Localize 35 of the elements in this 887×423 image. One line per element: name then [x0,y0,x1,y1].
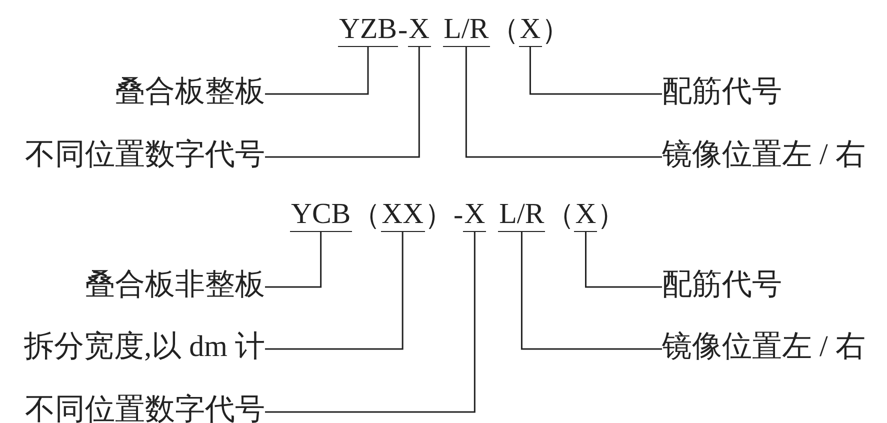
leader-line [265,47,369,95]
code-segment: XX [380,197,425,232]
code-segment: YCB [290,197,352,232]
leader-line [529,47,662,95]
code-segment: X [574,197,598,232]
description-label: 叠合板非整板 [85,267,265,303]
code-separator: ） [597,198,626,232]
code-segment: YZB [338,12,398,47]
description-label: 拆分宽度,以 dm 计 [24,329,265,365]
description-label: 配筋代号 [662,74,782,110]
code-separator: - [398,13,408,47]
code-separator: - [454,198,464,232]
code-segment: X [518,12,542,47]
description-label: 不同位置数字代号 [25,137,265,173]
description-label: 镜像位置左 / 右 [662,137,866,173]
description-label: 不同位置数字代号 [25,392,265,423]
code-separator: ） [542,13,571,47]
description-label: 镜像位置左 / 右 [662,329,866,365]
code-separator: （ [352,198,381,232]
leader-line [520,232,662,350]
code-segment: L/R [498,197,546,232]
description-label: 叠合板整板 [115,74,265,110]
leader-line [465,47,662,158]
leader-line [265,232,322,288]
leader-line [265,232,476,413]
leader-line [265,47,420,158]
description-label: 配筋代号 [662,267,782,303]
code-separator: ） [424,198,454,232]
leader-line [585,232,662,288]
code-separator: （ [545,198,574,232]
code-segment: X [408,12,431,47]
code-segment: X [463,197,486,232]
code-segment: L/R [442,12,490,47]
code-separator: （ [490,13,519,47]
leader-line [265,232,404,350]
